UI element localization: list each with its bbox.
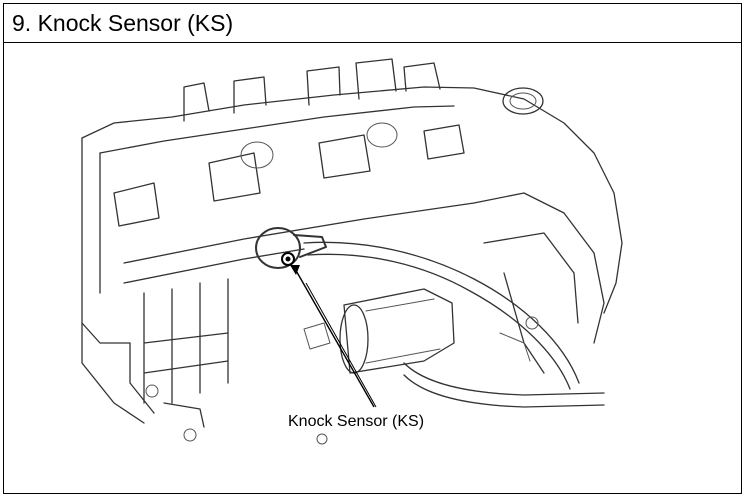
engine-illustration-panel: Knock Sensor (KS) [4,43,741,493]
engine-block [81,58,623,445]
leader-line [290,265,377,408]
page-title: 9. Knock Sensor (KS) [12,10,234,36]
document-frame: 9. Knock Sensor (KS) [3,3,742,494]
knock-sensor-label: Knock Sensor (KS) [288,413,424,430]
engine-block-illustration: Knock Sensor (KS) [81,58,623,445]
section-header: 9. Knock Sensor (KS) [4,4,741,43]
knock-sensor-icon [255,227,327,269]
